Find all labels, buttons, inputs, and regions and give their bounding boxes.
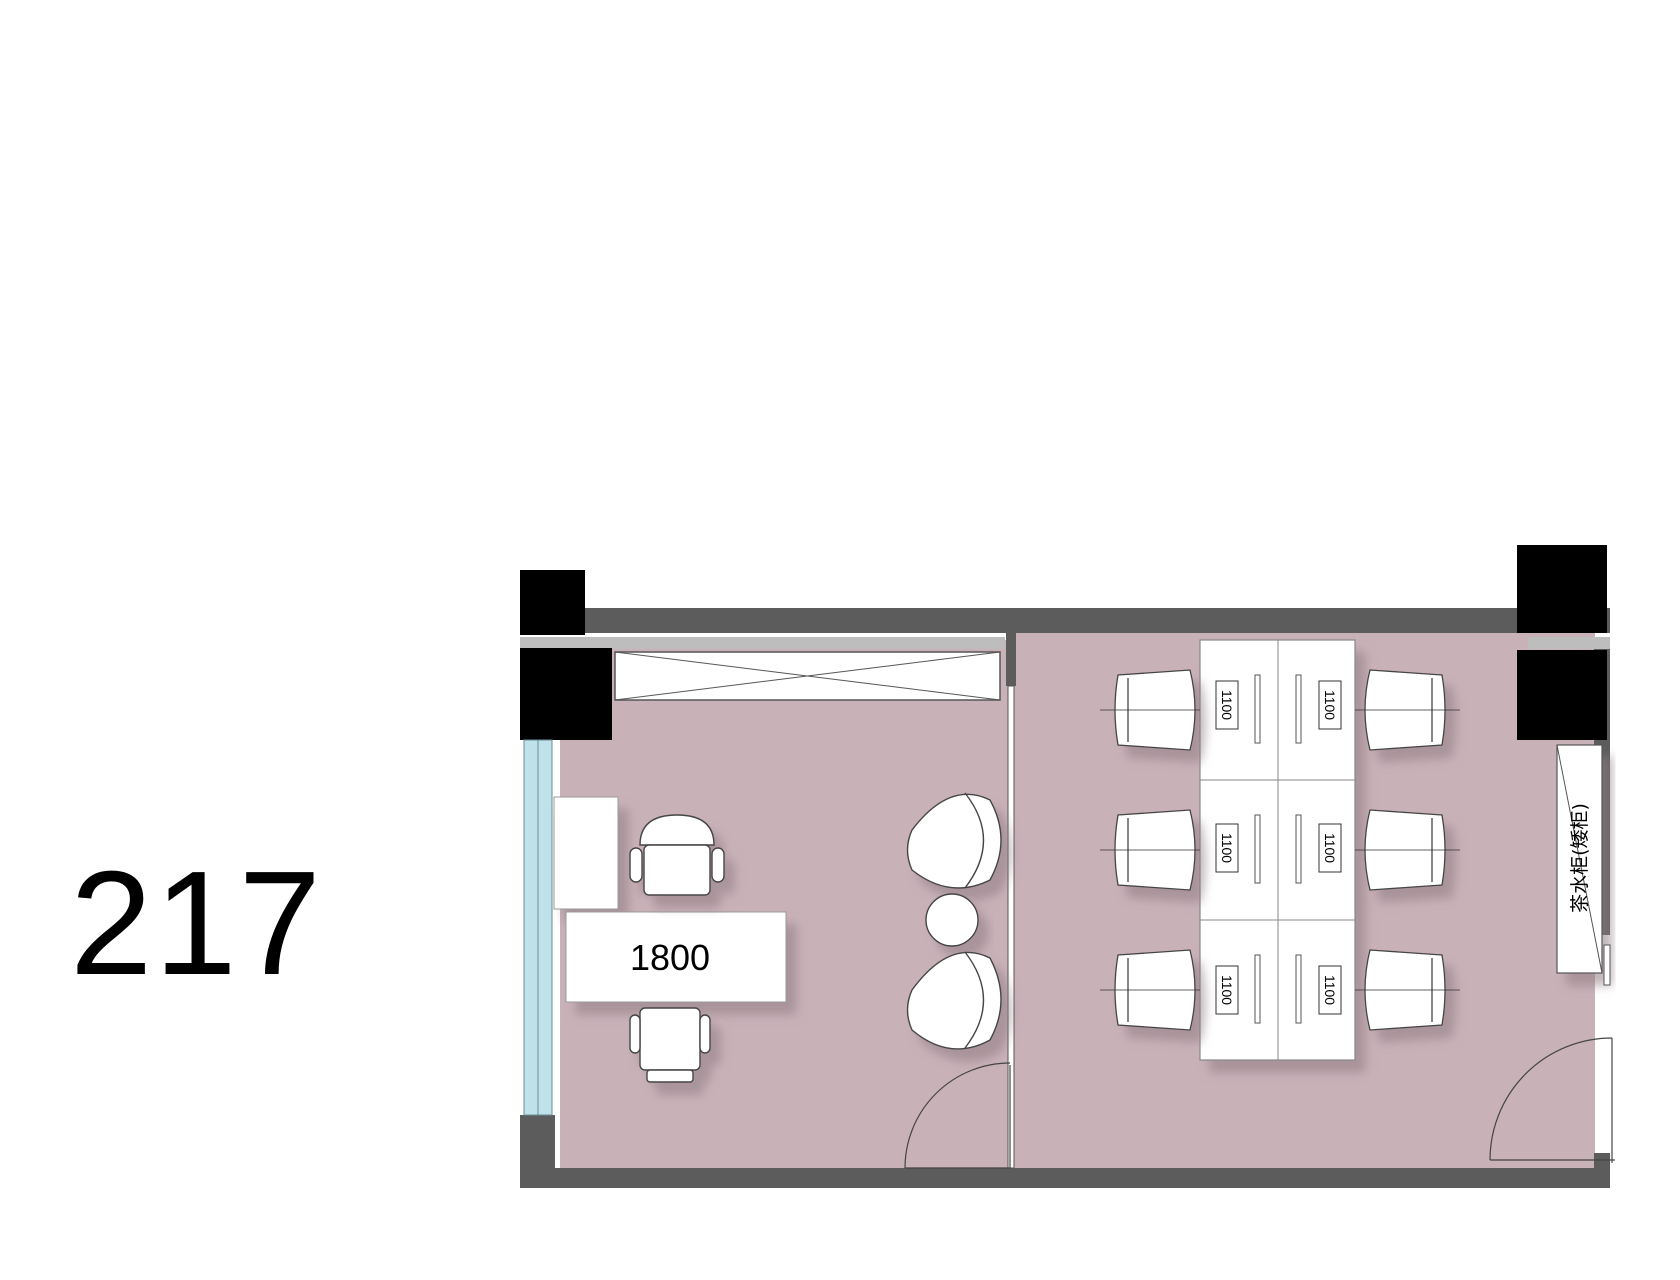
workstation-width-label: 1100 — [1219, 833, 1235, 863]
wardrobe — [614, 651, 1001, 701]
workstation-width-label: 1100 — [1219, 975, 1235, 1005]
manager-desk — [553, 796, 787, 1003]
lounge-armchair — [906, 792, 1002, 889]
wall-strip — [1528, 637, 1610, 649]
workstation-width-label: 1100 — [1219, 690, 1235, 720]
workstation-monitors — [1254, 674, 1302, 1024]
workstation-width-label: 1100 — [1322, 690, 1338, 720]
office-chair-back — [629, 814, 725, 896]
room-number: 217 — [70, 841, 323, 1006]
tea-cabinet-label: 茶水柜(矮柜) — [1569, 803, 1591, 913]
entrance-door — [1489, 1037, 1615, 1163]
wall-strip — [520, 637, 1005, 649]
office-door — [904, 1062, 1011, 1169]
desk-dimension-label: 1800 — [630, 937, 710, 978]
lounge-armchair — [906, 951, 1002, 1050]
workstation-grid — [1200, 640, 1355, 1060]
tea-cabinet-diagonal — [1556, 744, 1603, 974]
columns — [520, 545, 1607, 740]
workstation-width-label: 1100 — [1322, 975, 1338, 1005]
workstation-labels: 1100 1100 1100 1100 1100 1100 — [1215, 680, 1342, 1015]
wall-fixture — [1603, 944, 1611, 986]
interior-partition — [1007, 685, 1015, 1169]
workstation-width-label: 1100 — [1322, 833, 1338, 863]
office-chair-front — [629, 1007, 711, 1083]
dimension-lines — [1100, 709, 1460, 991]
side-table — [925, 893, 979, 947]
